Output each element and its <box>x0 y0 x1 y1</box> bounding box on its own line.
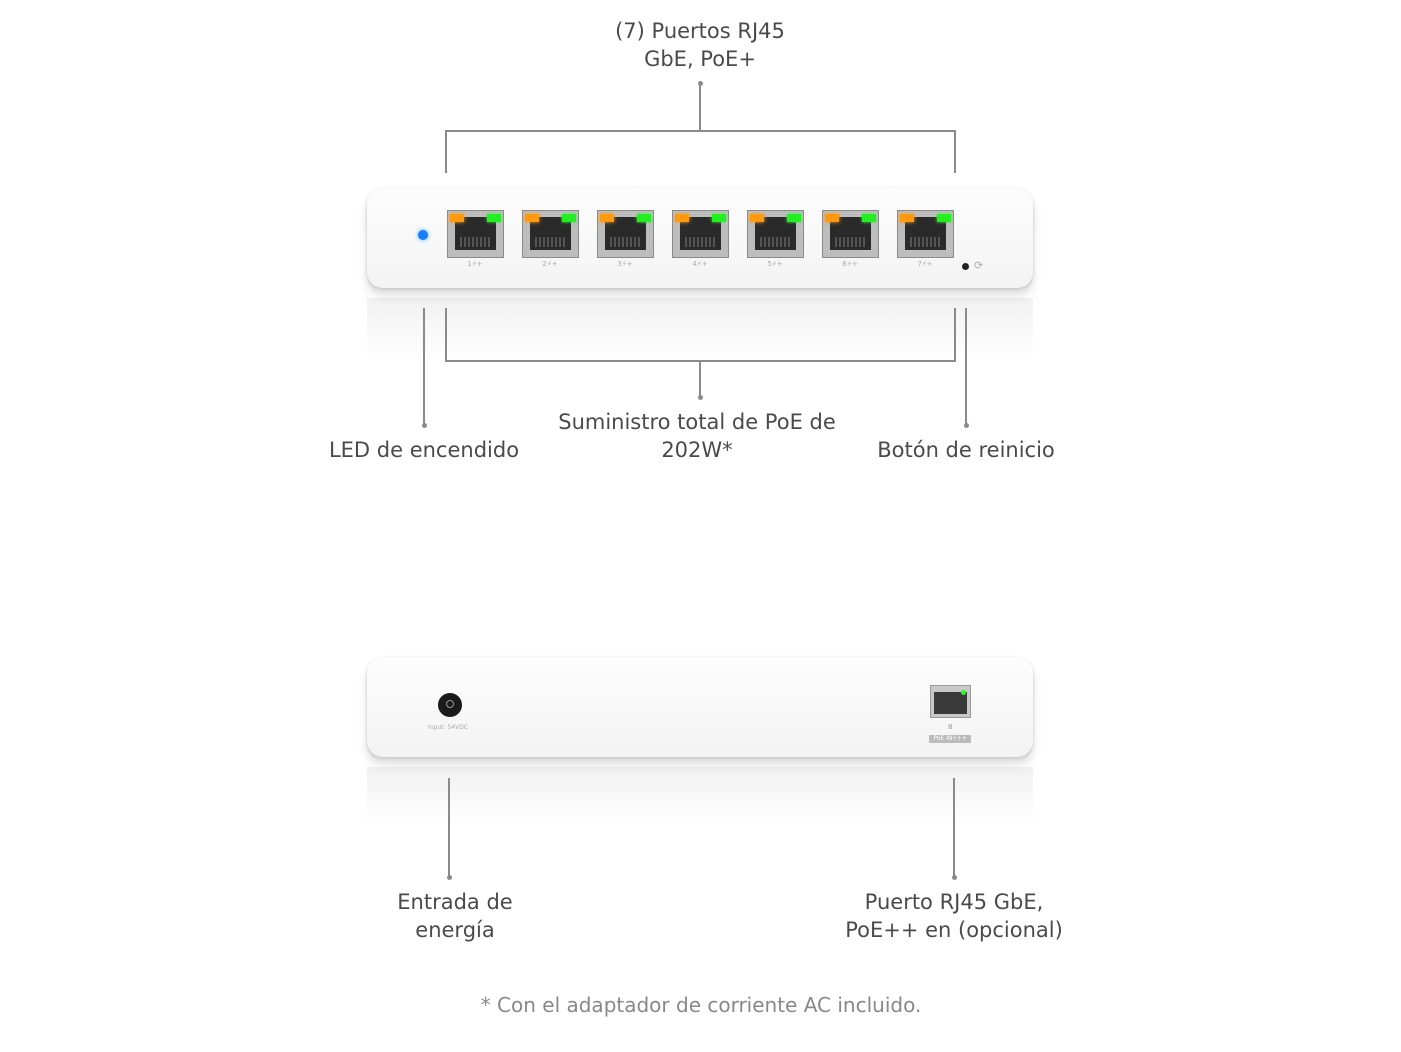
port-socket <box>605 217 646 250</box>
callout-line <box>699 360 701 397</box>
rj45-port-4 <box>672 210 729 258</box>
port-led-orange <box>675 214 689 222</box>
uplink-label-line2: PoE++ en (opcional) <box>845 918 1063 942</box>
port-socket <box>680 217 721 250</box>
reset-icon: ⟳ <box>974 259 984 272</box>
callout-line <box>445 130 447 173</box>
port-number: 1⚡+ <box>467 260 483 268</box>
power-label-line2: energía <box>415 918 495 942</box>
port-number: 4⚡+ <box>692 260 708 268</box>
port-led-orange <box>900 214 914 222</box>
reset-button[interactable] <box>962 263 969 270</box>
callout-line <box>448 778 450 877</box>
port-socket <box>755 217 796 250</box>
callout-line <box>954 130 956 173</box>
callout-dot <box>422 423 427 428</box>
led-label: LED de encendido <box>328 438 520 462</box>
port-number: 3⚡+ <box>617 260 633 268</box>
callout-line <box>965 308 967 425</box>
rj45-port-7 <box>897 210 954 258</box>
rj45-port-3 <box>597 210 654 258</box>
port-led-green <box>562 214 576 222</box>
callout-line <box>445 130 956 132</box>
callout-dot <box>447 875 452 880</box>
device-reflection <box>367 767 1033 827</box>
power-jack-icon <box>438 693 462 717</box>
port-led-orange <box>750 214 764 222</box>
poe-budget-label: Suministro total de PoE de 202W* <box>558 408 836 464</box>
port-number: 2⚡+ <box>542 260 558 268</box>
switch-front-panel: 1⚡+ 2⚡+ 3⚡+ 4⚡+ 5⚡+ 6⚡+ 7⚡+ ⟳ <box>367 188 1033 288</box>
port-led-green <box>787 214 801 222</box>
poe-label-line2: 202W* <box>661 438 733 462</box>
callout-dot <box>952 875 957 880</box>
uplink-port-label: Puerto RJ45 GbE, PoE++ en (opcional) <box>845 888 1063 944</box>
port-number: 6⚡+ <box>842 260 858 268</box>
port-led-green <box>637 214 651 222</box>
callout-line <box>423 308 425 425</box>
port-led-green <box>862 214 876 222</box>
port-led-orange <box>525 214 539 222</box>
port-socket <box>455 217 496 250</box>
port-led-orange <box>825 214 839 222</box>
switch-back-panel: Input: 54VDC 8 PoE IN⚡++ <box>367 657 1033 757</box>
device-reflection <box>367 298 1033 358</box>
ports-label-line1: (7) Puertos RJ45 <box>615 19 785 43</box>
rj45-port-5 <box>747 210 804 258</box>
power-input-label: Entrada de energía <box>397 888 512 944</box>
rj45-port-1 <box>447 210 504 258</box>
port-number-8: 8 <box>948 723 953 731</box>
callout-dot <box>698 81 703 86</box>
power-label-line1: Entrada de <box>397 890 513 914</box>
port-number: 5⚡+ <box>767 260 783 268</box>
callout-line <box>953 778 955 877</box>
port-socket <box>530 217 571 250</box>
callout-dot <box>964 423 969 428</box>
port-number: 7⚡+ <box>917 260 933 268</box>
callout-line <box>445 308 447 362</box>
port-led-green <box>712 214 726 222</box>
uplink-port <box>930 685 971 718</box>
rj45-port-2 <box>522 210 579 258</box>
power-led-icon <box>418 230 428 240</box>
port-socket <box>830 217 871 250</box>
ports-label-line2: GbE, PoE+ <box>644 47 756 71</box>
port-led-orange <box>450 214 464 222</box>
uplink-label-line1: Puerto RJ45 GbE, <box>864 890 1044 914</box>
callout-line <box>699 84 701 130</box>
port-led-green <box>487 214 501 222</box>
input-rating-text: Input: 54VDC <box>428 724 469 731</box>
poe-in-badge: PoE IN⚡++ <box>929 735 971 743</box>
poe-label-line1: Suministro total de PoE de <box>558 410 836 434</box>
port-socket <box>905 217 946 250</box>
footnote: * Con el adaptador de corriente AC inclu… <box>480 993 922 1017</box>
port-led-green <box>937 214 951 222</box>
reset-label: Botón de reinicio <box>877 438 1055 462</box>
callout-dot <box>698 395 703 400</box>
port-led-orange <box>600 214 614 222</box>
rj45-port-6 <box>822 210 879 258</box>
callout-line <box>954 308 956 362</box>
